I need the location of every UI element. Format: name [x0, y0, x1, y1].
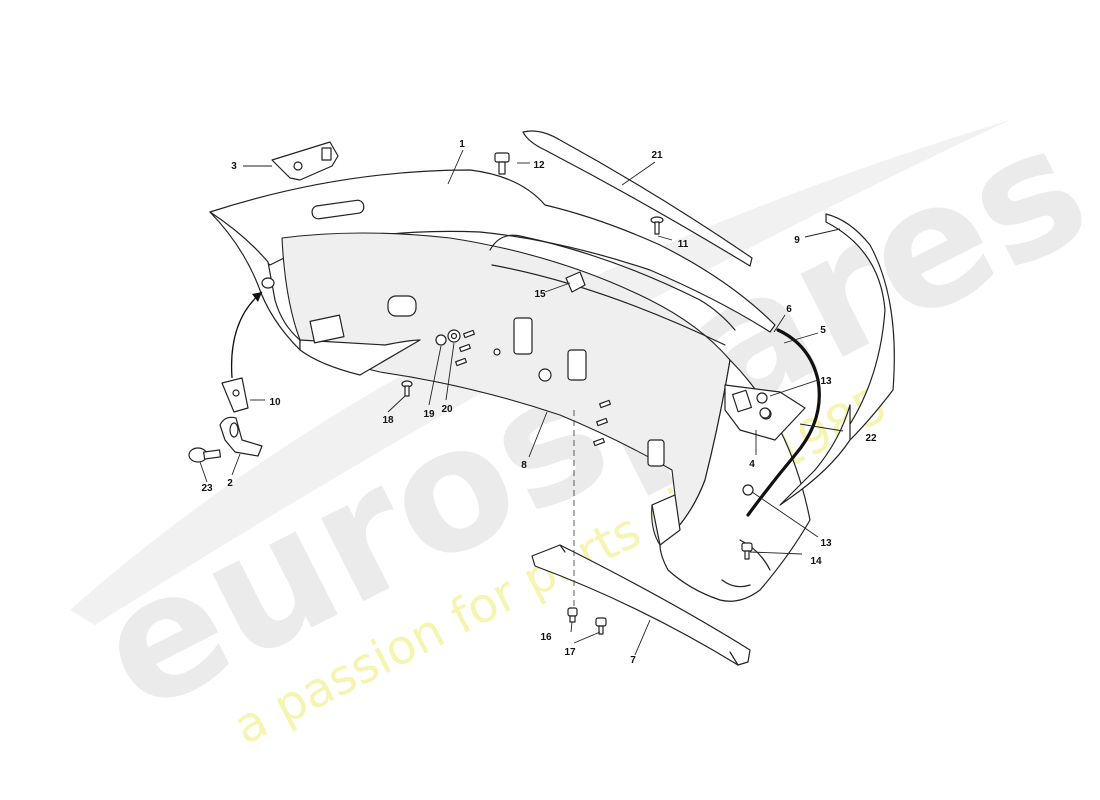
nut-16: [567, 607, 578, 623]
pad-5: [538, 368, 552, 382]
undertray-7-edge: [559, 544, 739, 666]
bracket-2: [219, 416, 263, 457]
callout-labels: 1 2 3 4 5 6 7 8 9 10 11 12 13 13 14 15 1…: [201, 139, 877, 666]
bolt-23: [188, 447, 222, 463]
callout-7: 7: [630, 655, 636, 666]
seal-black: [746, 328, 821, 517]
trim-strip-21: [522, 130, 753, 267]
nut-20-inner: [450, 332, 458, 340]
bumper-right-opening: [651, 494, 681, 546]
callout-17: 17: [564, 647, 576, 658]
pad-3: [567, 349, 587, 381]
bumper-lower-return: [299, 339, 421, 376]
watermark-swoosh: [70, 120, 1010, 625]
callout-20: 20: [441, 404, 453, 415]
bumper-hole-left: [261, 277, 275, 289]
pad-6: [493, 348, 501, 356]
bumper-inner-tube: [489, 234, 736, 331]
nut-13-lower: [742, 484, 754, 496]
callout-19: 19: [423, 409, 435, 420]
screw-11: [650, 216, 664, 235]
callout-13b: 13: [820, 538, 832, 549]
bumper-slot: [311, 199, 365, 220]
clip-10-hole: [232, 389, 240, 397]
studs: [455, 329, 611, 447]
callout-16: 16: [540, 632, 552, 643]
callout-8: 8: [521, 460, 527, 471]
callout-22: 22: [865, 433, 877, 444]
callout-21: 21: [651, 150, 663, 161]
callout-23: 23: [201, 483, 213, 494]
bumper-inner-tube-edge: [491, 264, 726, 346]
callout-3: 3: [231, 161, 237, 172]
callout-9: 9: [794, 235, 800, 246]
nut-13-upper: [759, 407, 771, 419]
callout-2: 2: [227, 478, 233, 489]
callout-18: 18: [382, 415, 394, 426]
bumper-lower-bracket: [309, 314, 345, 344]
install-arrow: [230, 291, 263, 379]
pad-4: [647, 439, 665, 467]
callout-4: 4: [749, 459, 755, 470]
side-strip-9: [825, 213, 895, 441]
undertray-7: [531, 544, 751, 666]
bracket-3-tab: [321, 147, 332, 161]
callout-6: 6: [786, 304, 792, 315]
callout-13a: 13: [820, 376, 832, 387]
bolt-17: [595, 617, 607, 635]
pad-1: [387, 295, 417, 317]
callout-1: 1: [459, 139, 465, 150]
callout-10: 10: [269, 397, 281, 408]
leader-lines: [199, 149, 844, 656]
callout-5: 5: [820, 325, 826, 336]
bolt-14: [741, 542, 753, 560]
callout-14: 14: [810, 556, 822, 567]
callout-15: 15: [534, 289, 546, 300]
screw-18: [401, 380, 413, 397]
bracket-3-hole: [293, 161, 303, 171]
callout-11: 11: [678, 239, 689, 250]
nut-19: [435, 334, 447, 346]
wing-moulding-22: [779, 404, 851, 506]
clip-15: [565, 271, 586, 293]
callout-12: 12: [533, 160, 545, 171]
pad-2: [513, 317, 533, 355]
bolt-12: [494, 152, 510, 175]
install-arrowhead: [252, 292, 262, 302]
bracket-2-slot: [229, 422, 239, 438]
